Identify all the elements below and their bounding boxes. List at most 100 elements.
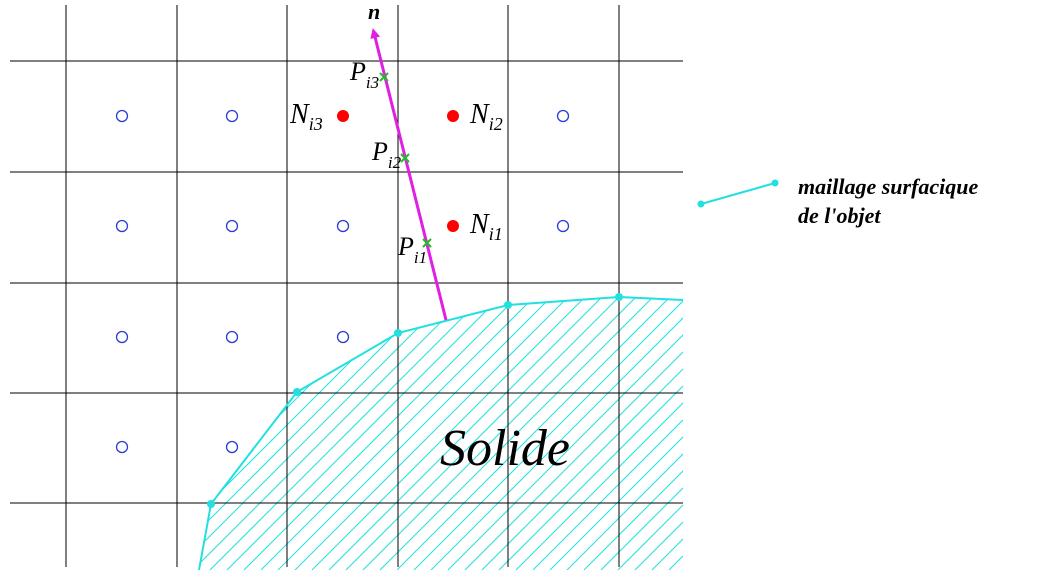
- probe-label-i3: Pi3: [349, 57, 379, 92]
- hatch-line: [839, 280, 1063, 570]
- hatch-line: [1009, 280, 1063, 570]
- hatch-line: [379, 297, 671, 570]
- hatch-line: [209, 297, 501, 570]
- neighbor-node-i3: [337, 110, 349, 122]
- legend-mesh-line: [700, 182, 776, 205]
- hatch-line: [447, 297, 683, 570]
- fluid-node: [225, 219, 239, 233]
- hatch-line: [992, 280, 1063, 570]
- probe-label-i1: Pi1: [397, 232, 427, 267]
- hatch-line: [668, 297, 683, 570]
- hatch-line: [549, 297, 683, 570]
- hatch-line: [924, 280, 1063, 570]
- hatch-line: [515, 297, 683, 570]
- hatch-line: [311, 297, 603, 570]
- probe-point-marker-i2: [400, 153, 410, 163]
- hatch-line: [0, 280, 143, 570]
- fluid-node: [556, 219, 570, 233]
- hatch-line: [498, 297, 683, 570]
- legend-line-2: de l'objet: [798, 203, 881, 228]
- hatch-line: [199, 297, 229, 570]
- hatch-line: [345, 297, 637, 570]
- hatch-line: [941, 280, 1063, 570]
- probe-point-marker-i1: [422, 238, 432, 248]
- fluid-node: [556, 109, 570, 123]
- fluid-node: [115, 440, 129, 454]
- probe-point-marker-i3: [379, 72, 389, 82]
- hatch-line: [737, 280, 1027, 570]
- hatch-line: [651, 297, 683, 570]
- hatch-line: [0, 280, 92, 570]
- hatch-line: [0, 280, 160, 570]
- hatch-line: [617, 297, 683, 570]
- fluid-node: [115, 109, 129, 123]
- hatch-line: [199, 297, 263, 570]
- fluid-node: [115, 219, 129, 233]
- hatch-line: [260, 297, 552, 570]
- normal-label: n: [368, 0, 380, 24]
- neighbor-node-i2: [447, 110, 459, 122]
- hatch-line: [822, 280, 1063, 570]
- hatch-line: [754, 280, 1044, 570]
- neighbor-node-i1: [447, 220, 459, 232]
- cartesian-grid: [10, 5, 683, 567]
- surface-mesh-node: [615, 293, 623, 301]
- hatch-line: [481, 297, 683, 570]
- hatch-line: [583, 297, 683, 570]
- hatch-line: [686, 280, 976, 570]
- hatch-line: [277, 297, 569, 570]
- hatch-line: [464, 297, 683, 570]
- hatch-line: [890, 280, 1063, 570]
- hatch-line: [856, 280, 1063, 570]
- hatch-line: [788, 280, 1063, 570]
- legend-line-1: maillage surfacique: [798, 174, 979, 199]
- neighbor-label-i3: Ni3: [289, 99, 323, 134]
- hatch-line: [243, 297, 535, 570]
- hatch-line: [873, 280, 1063, 570]
- legend: maillage surfacique de l'objet: [697, 174, 979, 228]
- solid-label: Solide: [440, 420, 570, 477]
- hatch-line: [703, 280, 993, 570]
- hatch-line: [0, 280, 41, 570]
- neighbor-label-i1: Ni1: [469, 209, 503, 244]
- hatch-line: [771, 280, 1061, 570]
- hatch-line: [975, 280, 1063, 570]
- fluid-node: [225, 109, 239, 123]
- hatch-line: [413, 297, 683, 570]
- hatch-line: [199, 297, 484, 570]
- hatch-line: [199, 297, 297, 570]
- surface-mesh-node: [207, 500, 215, 508]
- fluid-node: [225, 440, 239, 454]
- hatch-line: [566, 297, 683, 570]
- hatch-line: [199, 297, 246, 570]
- fluid-node: [225, 330, 239, 344]
- hatch-line: [1043, 280, 1063, 570]
- hatch-line: [958, 280, 1063, 570]
- hatch-line: [430, 297, 683, 570]
- hatch-line: [0, 280, 126, 570]
- probe-label-i2: Pi2: [371, 137, 402, 172]
- hatch-line: [294, 297, 586, 570]
- hatch-line: [0, 280, 109, 570]
- hatch-line: [1026, 280, 1063, 570]
- hatch-line: [600, 297, 683, 570]
- neighbor-label-i2: Ni2: [469, 99, 503, 134]
- surface-mesh-nodes: [207, 293, 623, 508]
- hatch-line: [532, 297, 683, 570]
- surface-mesh-node: [394, 329, 402, 337]
- hatch-line: [0, 280, 177, 570]
- hatch-line: [328, 297, 620, 570]
- normal-vector: [370, 28, 448, 321]
- hatch-line: [0, 280, 194, 570]
- surface-mesh-node: [504, 301, 512, 309]
- hatch-line: [907, 280, 1063, 570]
- legend-mesh-node-end: [771, 179, 779, 187]
- hatch-line: [720, 280, 1010, 570]
- hatch-line: [0, 280, 7, 570]
- surface-mesh-node: [293, 388, 301, 396]
- fluid-node: [336, 330, 350, 344]
- hatch-line: [0, 280, 24, 570]
- hatch-line: [0, 280, 58, 570]
- hatch-line: [226, 297, 518, 570]
